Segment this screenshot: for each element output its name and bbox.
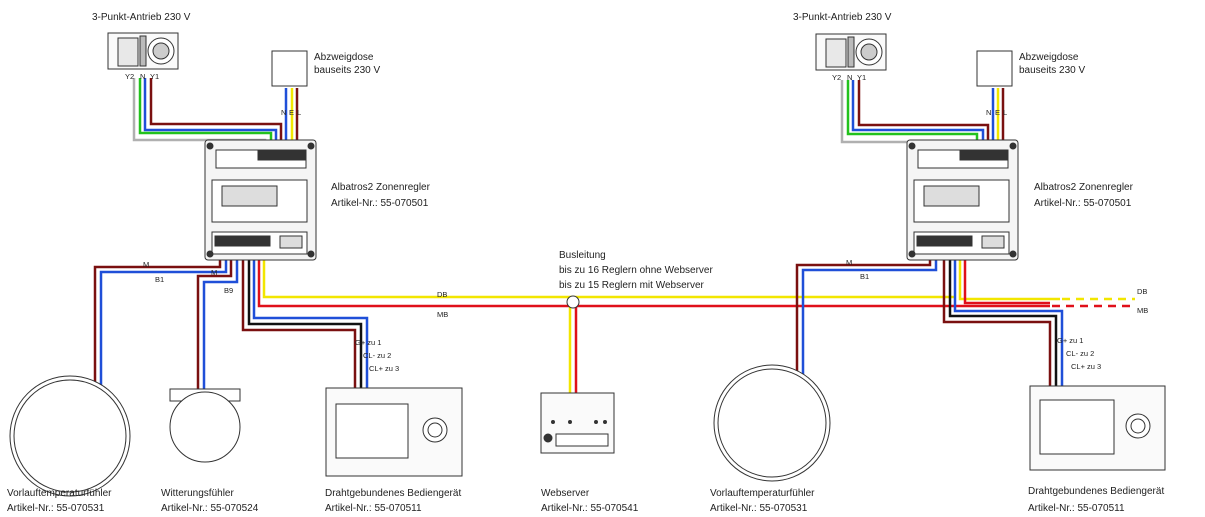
caption-panel-right-name: Drahtgebundenes Bediengerät bbox=[1028, 486, 1165, 497]
caption-panel-right-article: Artikel-Nr.: 55-070511 bbox=[1028, 503, 1125, 514]
bus-mb-label: MB bbox=[437, 310, 449, 319]
panel-right-cl-plus: CL+ zu 3 bbox=[1071, 362, 1102, 371]
flow-sensor-left bbox=[9, 375, 131, 497]
controller-left-line1: Albatros2 Zonenregler bbox=[331, 182, 430, 193]
weather-sensor bbox=[169, 388, 241, 463]
bus-db-label: DB bbox=[437, 290, 448, 299]
bus-label: Busleitung bis zu 16 Reglern ohne Webser… bbox=[559, 249, 713, 292]
bus-db-end-label: DB bbox=[1137, 287, 1148, 296]
controller-right-label: Albatros2 Zonenregler Artikel-Nr.: 55-07… bbox=[1034, 181, 1133, 210]
caption-flow-sensor-right-article: Artikel-Nr.: 55-070531 bbox=[710, 503, 808, 514]
wire-label-left-b1: B1 bbox=[155, 275, 165, 284]
wire-label-right-m: M bbox=[846, 258, 853, 267]
wire-bus-mb-right bbox=[963, 258, 1050, 305]
junction-box-left bbox=[271, 50, 308, 87]
junction-left-line2: bauseits 230 V bbox=[314, 65, 381, 76]
operating-panel-right bbox=[1029, 385, 1166, 471]
controller-right bbox=[906, 139, 1019, 261]
wire-label-right-b1: B1 bbox=[860, 272, 870, 281]
junction-right-term-l: L bbox=[1003, 108, 1008, 117]
panel-right-g: G+ zu 1 bbox=[1057, 336, 1084, 345]
wire-sensor3-blue bbox=[801, 258, 938, 380]
actuator-right-term-y1: Y1 bbox=[857, 73, 867, 82]
flow-sensor-right bbox=[713, 364, 831, 482]
controller-left-label: Albatros2 Zonenregler Artikel-Nr.: 55-07… bbox=[331, 181, 430, 210]
actuator-left-term-y1: Y1 bbox=[150, 72, 160, 81]
junction-left-label: Abzweigdose bauseits 230 V bbox=[314, 51, 380, 77]
junction-right-term-e: E bbox=[995, 108, 1001, 117]
controller-left-line2: Artikel-Nr.: 55-070501 bbox=[331, 198, 429, 209]
panel-left-g: G+ zu 1 bbox=[355, 338, 382, 347]
junction-right-term-n: N bbox=[986, 108, 992, 117]
wire-bus-db bbox=[262, 258, 955, 299]
wire-actuator-right-brown bbox=[857, 80, 990, 150]
panel-left-cl-minus: CL- zu 2 bbox=[363, 351, 392, 360]
wire-bus-db-right bbox=[958, 258, 1060, 301]
wire-panel-left-brown bbox=[241, 258, 357, 388]
controller-left bbox=[204, 139, 317, 261]
wire-panel-right-black bbox=[948, 258, 1058, 386]
caption-webserver-article: Artikel-Nr.: 55-070541 bbox=[541, 503, 639, 514]
junction-left-term-e: E bbox=[289, 108, 295, 117]
junction-right-line2: bauseits 230 V bbox=[1019, 65, 1086, 76]
actuator-right-label: 3-Punkt-Antrieb 230 V bbox=[793, 12, 892, 23]
caption-panel-right: Drahtgebundenes Bediengerät Artikel-Nr.:… bbox=[1028, 485, 1164, 515]
junction-right-label: Abzweigdose bauseits 230 V bbox=[1019, 51, 1085, 77]
actuator-left-term-y2: Y2 bbox=[125, 72, 135, 81]
caption-webserver: Webserver Artikel-Nr.: 55-070541 bbox=[541, 487, 638, 515]
wire-panel-left-blue bbox=[252, 258, 369, 388]
junction-left-term-l: L bbox=[297, 108, 302, 117]
wire-panel-right-brown bbox=[942, 258, 1052, 386]
junction-left-term-n: N bbox=[281, 108, 287, 117]
wire-actuator-left-brown bbox=[149, 78, 283, 150]
panel-right-cl-minus: CL- zu 2 bbox=[1066, 349, 1095, 358]
bus-junction bbox=[566, 295, 580, 309]
wire-actuator-left-grey bbox=[132, 78, 267, 150]
caption-panel-left-article: Artikel-Nr.: 55-070511 bbox=[325, 503, 422, 514]
actuator-right-term-y2: Y2 bbox=[832, 73, 842, 82]
caption-flow-sensor-right-name: Vorlauftemperaturfühler bbox=[710, 488, 815, 499]
actuator-left-label: 3-Punkt-Antrieb 230 V bbox=[92, 12, 191, 23]
junction-left-line1: Abzweigdose bbox=[314, 52, 374, 63]
panel-left-cl-plus: CL+ zu 3 bbox=[369, 364, 400, 373]
wire-label-left-b9: B9 bbox=[224, 286, 234, 295]
operating-panel-left bbox=[325, 387, 463, 477]
wire-panel-left-black bbox=[247, 258, 363, 388]
caption-panel-left: Drahtgebundenes Bediengerät Artikel-Nr.:… bbox=[325, 487, 461, 515]
controller-right-line1: Albatros2 Zonenregler bbox=[1034, 182, 1133, 193]
bus-line2: bis zu 16 Reglern ohne Webserver bbox=[559, 265, 713, 276]
controller-right-line2: Artikel-Nr.: 55-070501 bbox=[1034, 198, 1132, 209]
actuator-left bbox=[107, 32, 179, 70]
caption-panel-left-name: Drahtgebundenes Bediengerät bbox=[325, 488, 462, 499]
wire-label-left-m1: M bbox=[143, 260, 150, 269]
actuator-right bbox=[815, 33, 887, 71]
webserver-device bbox=[540, 392, 615, 454]
actuator-right-term-n: N bbox=[847, 73, 853, 82]
caption-weather-sensor-name: Witterungsfühler bbox=[161, 488, 234, 499]
wire-sensor3-brown bbox=[795, 258, 932, 380]
caption-weather-sensor-article: Artikel-Nr.: 55-070524 bbox=[161, 503, 259, 514]
caption-flow-sensor-left-article: Artikel-Nr.: 55-070531 bbox=[7, 503, 105, 514]
wire-sensor2-brown bbox=[196, 258, 233, 392]
wire-sensor1-brown bbox=[93, 258, 222, 392]
wire-label-left-m2: M bbox=[211, 268, 218, 277]
wire-sensor1-blue bbox=[99, 258, 228, 392]
bus-mb-end-label: MB bbox=[1137, 306, 1149, 315]
bus-line3: bis zu 15 Reglern mit Webserver bbox=[559, 280, 704, 291]
junction-box-right bbox=[976, 50, 1013, 87]
caption-weather-sensor: Witterungsfühler Artikel-Nr.: 55-070524 bbox=[161, 487, 258, 515]
caption-webserver-name: Webserver bbox=[541, 488, 590, 499]
wire-bus-mb bbox=[257, 258, 1050, 308]
wire-sensor2-blue bbox=[202, 258, 239, 392]
caption-flow-sensor-left: Vorlauftemperaturfühler Artikel-Nr.: 55-… bbox=[7, 487, 112, 515]
bus-line1: Busleitung bbox=[559, 250, 606, 261]
caption-flow-sensor-right: Vorlauftemperaturfühler Artikel-Nr.: 55-… bbox=[710, 487, 815, 515]
wire-panel-right-blue bbox=[953, 258, 1064, 386]
actuator-left-term-n: N bbox=[140, 72, 146, 81]
caption-flow-sensor-left-name: Vorlauftemperaturfühler bbox=[7, 488, 112, 499]
junction-right-line1: Abzweigdose bbox=[1019, 52, 1079, 63]
